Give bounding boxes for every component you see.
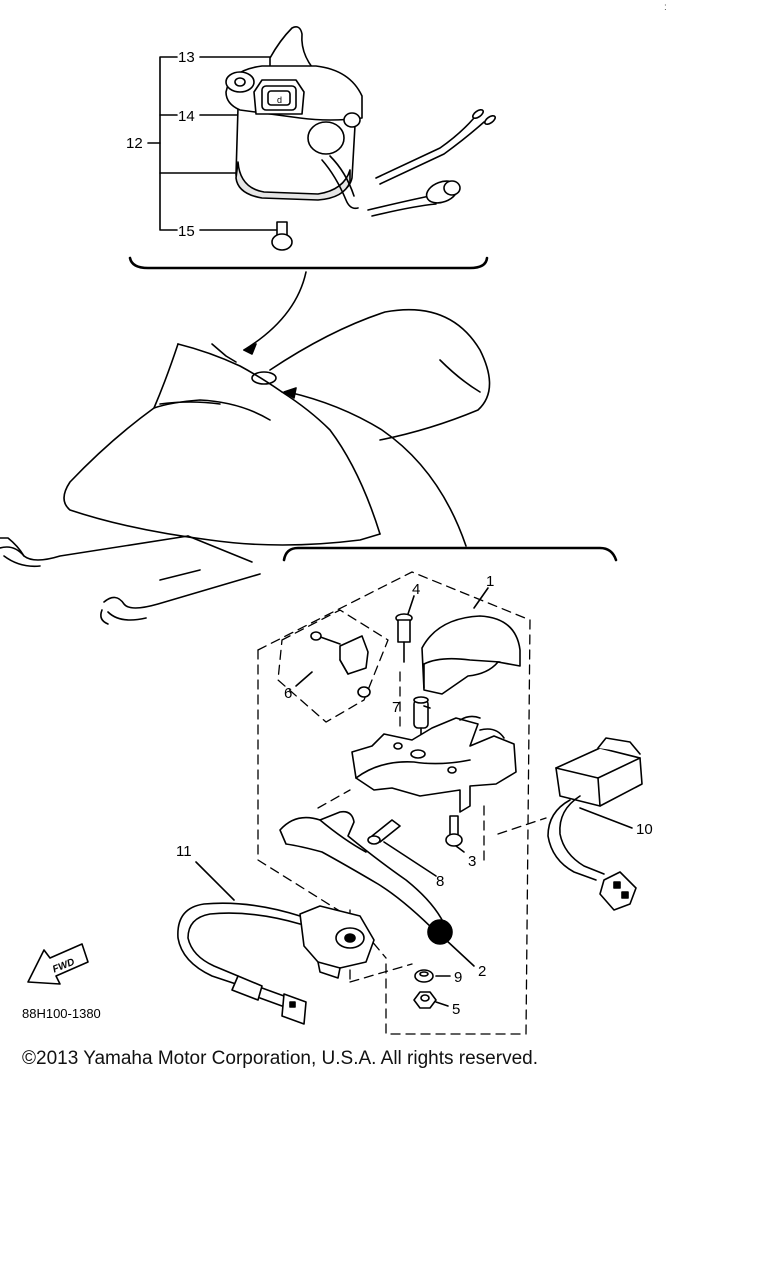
bolt-3 [445, 815, 463, 847]
switch-10 [547, 737, 643, 911]
forward-arrow-icon: FWD [27, 943, 89, 985]
callout-13: 13 [178, 49, 195, 66]
diagram-code: 88H100-1380 [22, 1006, 101, 1021]
callout-labels: 13 14 12 15 1 4 6 7 3 8 10 11 2 9 5 88H1… [22, 49, 653, 1021]
leaders-bottom [195, 587, 633, 1007]
inset-bottom [257, 546, 618, 1035]
callout-6: 6 [284, 685, 292, 702]
callout-10: 10 [636, 821, 653, 838]
svg-text:d: d [277, 95, 282, 105]
screw-8 [367, 819, 401, 845]
bolt-4 [395, 613, 413, 663]
copyright-notice: ©2013 Yamaha Motor Corporation, U.S.A. A… [22, 1048, 538, 1069]
callout-14: 14 [178, 108, 195, 125]
lever-bracket [351, 715, 517, 813]
callout-9: 9 [454, 969, 462, 986]
inset-top [128, 56, 489, 270]
switch-6 [310, 631, 371, 698]
callout-3: 3 [468, 853, 476, 870]
inset-arrows [243, 271, 467, 547]
snowmobile-hood [0, 308, 491, 625]
callout-2: 2 [478, 963, 486, 980]
washer-9 [414, 969, 434, 983]
wire-leads-top [367, 108, 497, 217]
callout-7: 7 [392, 699, 400, 716]
brake-lever [279, 810, 453, 945]
lever-cover [421, 615, 521, 695]
screw-15 [271, 221, 293, 251]
throttle-housing: d [225, 26, 363, 210]
parts-diagram: d [0, 26, 653, 1035]
callout-4: 4 [412, 581, 420, 598]
callout-15: 15 [178, 223, 195, 240]
callout-5: 5 [452, 1001, 460, 1018]
callout-11: 11 [176, 843, 192, 860]
cable-11 [177, 902, 375, 1025]
callout-1: 1 [486, 573, 494, 590]
callout-12: 12 [126, 135, 143, 152]
nut-5 [413, 991, 437, 1009]
callout-8: 8 [436, 873, 444, 890]
corner-mark: : [664, 2, 667, 13]
